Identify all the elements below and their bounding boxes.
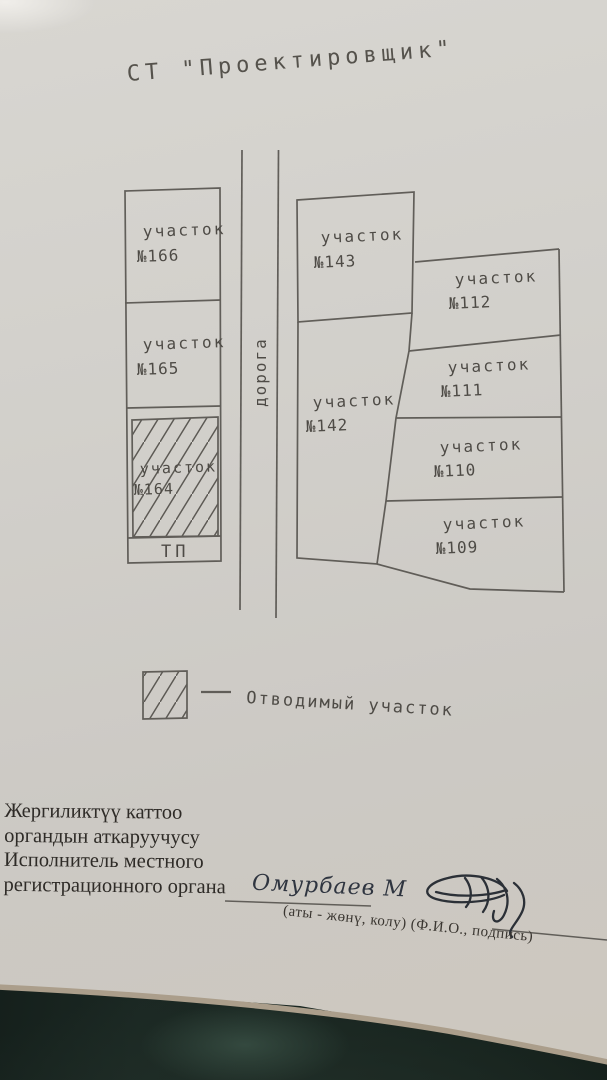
- plot-142-label: участок: [312, 389, 396, 412]
- plot-110-label: участок: [439, 434, 523, 457]
- footer-line-kyrgyz-2: органдын аткаруучусу: [4, 824, 200, 849]
- road-line-right: [275, 149, 280, 619]
- road-line-left: [239, 149, 243, 611]
- divider-166-165: [124, 299, 222, 304]
- left-column-outline: [124, 187, 222, 564]
- right-block-right-edge: [558, 248, 565, 593]
- plot-111-label: участок: [447, 354, 531, 377]
- divider-110-109: [385, 496, 563, 502]
- legend-hatch-swatch: [142, 670, 188, 720]
- divider-111-110: [395, 416, 563, 419]
- paper-bottom-edge: [0, 984, 607, 1065]
- footer-line-russian-1: Исполнитель местного: [3, 849, 204, 874]
- official-text-block: Жергиликтүү каттоо органдын аткаруучусу …: [3, 799, 226, 900]
- plot-109-number: №109: [435, 537, 478, 558]
- plot-109-bottom-edge: [376, 563, 565, 593]
- tp-label: ТП: [161, 542, 189, 562]
- plot-109-label: участок: [442, 511, 526, 534]
- legend-label: Отводимый участок: [246, 688, 455, 721]
- plot-112-label: участок: [454, 266, 538, 289]
- plot-112-top-edge: [414, 248, 560, 263]
- divider-165-164: [125, 405, 222, 409]
- plot-164-label: участок: [140, 457, 218, 478]
- footer-line-kyrgyz-1: Жергиликтүү каттоо: [4, 799, 183, 824]
- plot-111-number: №111: [440, 380, 483, 401]
- plot-143-label: участок: [320, 224, 404, 247]
- plot-143-number: №143: [313, 251, 356, 272]
- plot-165-number: №165: [136, 359, 179, 379]
- plot-142-number: №142: [305, 415, 348, 436]
- plot-110-number: №110: [433, 460, 476, 481]
- road-label: дорога: [251, 337, 270, 407]
- plot-142-outline: [296, 312, 413, 565]
- plot-164-hatch: [131, 416, 219, 538]
- footer-line-russian-2: регистрационного органа: [3, 873, 226, 898]
- plot-165-label: участок: [142, 332, 225, 354]
- signature-underline: [224, 900, 372, 907]
- signature-scribble: [426, 874, 526, 939]
- plot-112-number: №112: [448, 292, 491, 313]
- plot-166-label: участок: [142, 219, 225, 241]
- divider-112-111: [408, 334, 562, 352]
- plot-166-number: №166: [136, 246, 179, 266]
- plot-164-number: №164: [134, 480, 175, 499]
